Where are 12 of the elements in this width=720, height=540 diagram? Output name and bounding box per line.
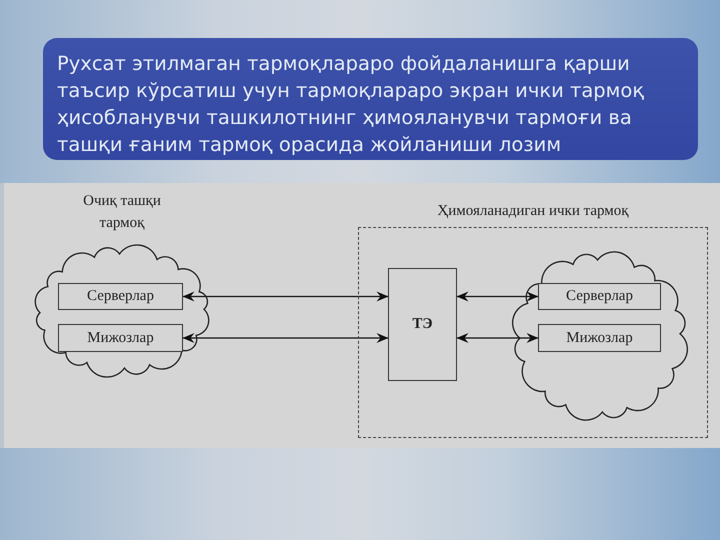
host-group-box: Серверлар (538, 283, 661, 310)
double-arrow (182, 333, 388, 343)
double-arrow (182, 292, 388, 302)
firewall-box: ТЭ (388, 268, 457, 381)
host-group-box: Мижозлар (538, 324, 661, 352)
network-label: Очиқ ташқи тармоқ (82, 192, 162, 233)
network-label: Ҳимояланадиган ички тармоқ (436, 202, 630, 221)
title-banner: Рухсат этилмаган тармоқлараро фойдаланишга қарши таъсир кўрсатиш учун тармоқлараро экран ички тармоқ ҳисобланувчи ташкилотнинг ҳимояланувчи тармоғи ва ташқи ғаним тармоқ орасида жойланиши лозим (43, 38, 698, 160)
double-arrow (456, 292, 538, 302)
host-group-box: Мижозлар (58, 324, 183, 352)
host-group-box: Серверлар (58, 283, 183, 310)
double-arrow (456, 333, 538, 343)
